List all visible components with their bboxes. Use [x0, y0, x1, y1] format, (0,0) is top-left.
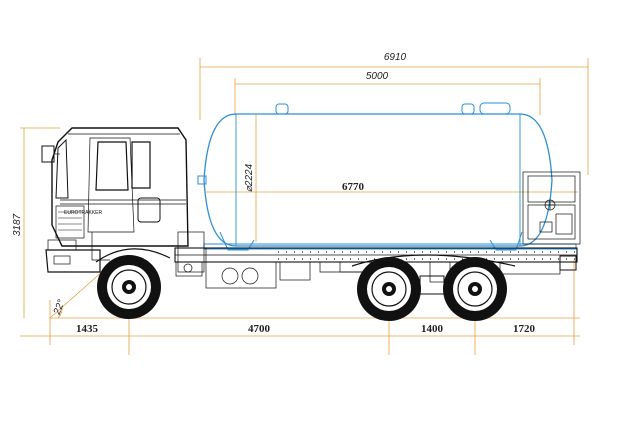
wheelbase-label: 4700 [248, 323, 271, 335]
overall-length-label: 6910 [384, 52, 407, 63]
tank-total-length-label: 6770 [342, 181, 365, 193]
behind-cab-equipment [175, 231, 205, 277]
tandem-axle [419, 275, 445, 295]
tank-cylinder-length-label: 5000 [366, 71, 389, 82]
cab-brand-text: EUROTRAKKER [64, 210, 102, 216]
front-overhang-label: 1435 [76, 323, 99, 335]
rear-cabinet [522, 171, 581, 245]
front-mudguard [95, 248, 171, 263]
rear-mudguard [351, 254, 516, 267]
rear-wheel-1 [357, 257, 421, 321]
rear-overhang-label: 1720 [513, 323, 536, 335]
front-wheel [97, 255, 161, 319]
rear-wheel-2 [443, 257, 507, 321]
tank-diameter-label: ⌀2224 [244, 163, 255, 192]
dimension-lines [20, 58, 589, 355]
overall-height-label: 3187 [12, 213, 23, 236]
rear-axle-spacing-label: 1400 [421, 323, 444, 335]
truck-cab: EUROTRAKKER [41, 127, 189, 273]
approach-angle-label: 22° [52, 298, 68, 317]
